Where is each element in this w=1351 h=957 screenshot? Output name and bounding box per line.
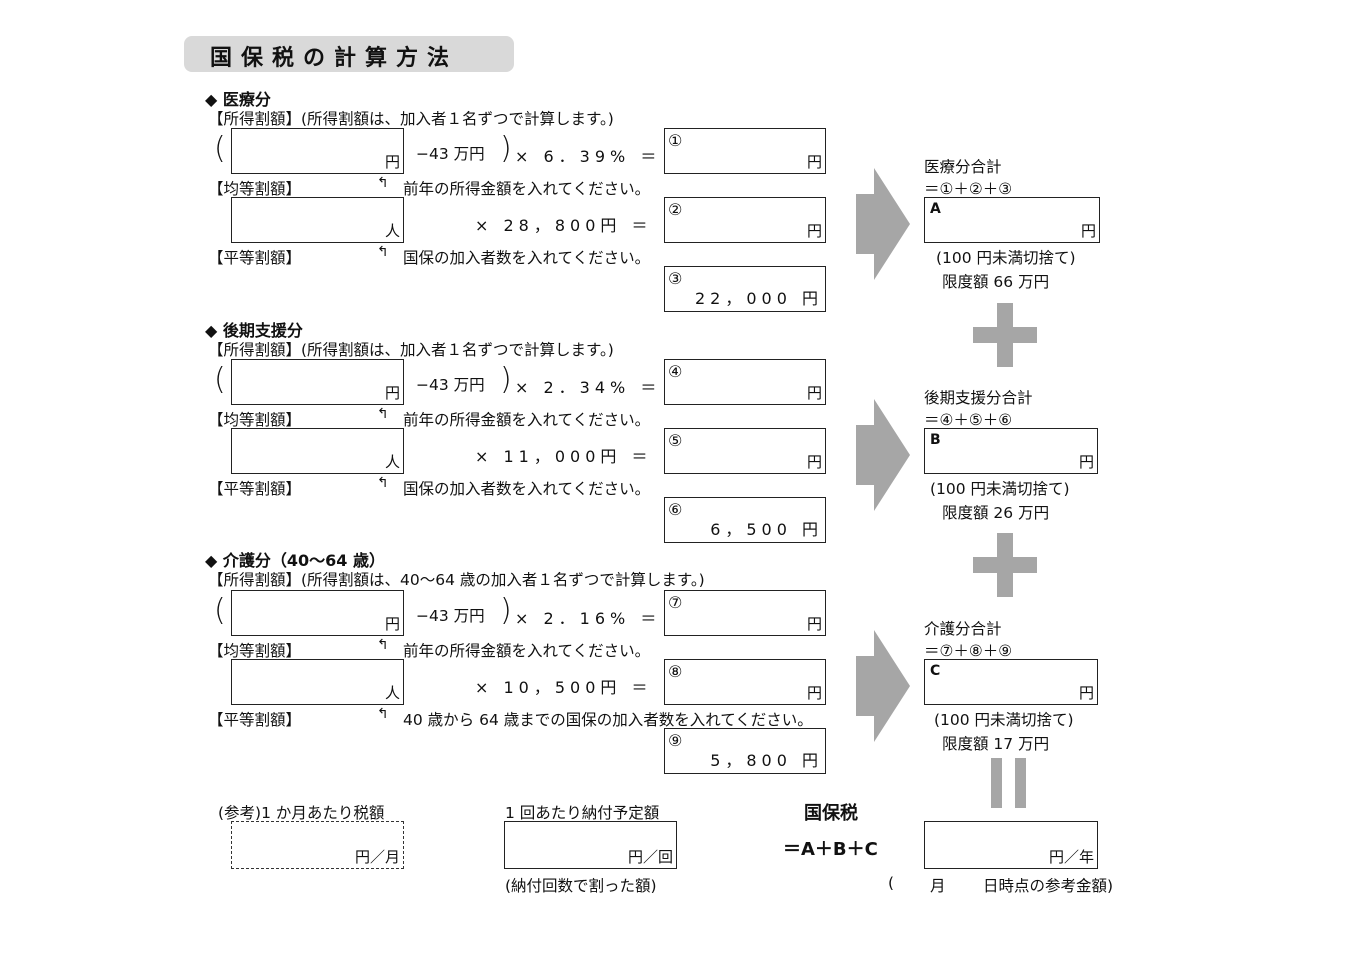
hint-arrow-icon: ↰ (377, 406, 389, 422)
per-capita-label: 【均等割額】 (208, 642, 302, 660)
income-input[interactable]: 円 (231, 128, 404, 174)
hint-arrow-icon: ↰ (377, 175, 389, 191)
rate: × 6．39% ＝ (515, 147, 662, 166)
total-label: 医療分合計 (924, 158, 1002, 176)
title-bar (184, 36, 514, 72)
deduction: −43 万円 (416, 145, 485, 163)
total-label: 介護分合計 (924, 620, 1002, 638)
right-paren: ) (500, 131, 512, 166)
deduction: −43 万円 (416, 607, 485, 625)
rounding-note: (100 円未満切捨て) (934, 711, 1074, 729)
rounding-note: (100 円未満切捨て) (930, 480, 1070, 498)
total-label: 後期支援分合計 (924, 389, 1033, 407)
per-capita-input[interactable]: 人 (231, 428, 404, 474)
right-arrow-icon (856, 168, 910, 280)
installment-box[interactable]: 円／回 (504, 821, 677, 869)
installment-label: 1 回あたり納付予定額 (505, 804, 660, 822)
income-input[interactable]: 円 (231, 359, 404, 405)
installment-note: (納付回数で割った額) (505, 877, 657, 895)
per-capita-rate: × 10，500円 ＝ (475, 678, 653, 697)
flat-label: 【平等割額】 (208, 711, 302, 729)
per-capita-input[interactable]: 人 (231, 659, 404, 705)
monthly-label: (参考)1 か月あたり税額 (218, 804, 385, 822)
income-input[interactable]: 円 (231, 590, 404, 636)
total-formula: ＝④＋⑤＋⑥ (924, 411, 1013, 429)
page-title: 国保税の計算方法 (210, 46, 459, 71)
total-formula: ＝①＋②＋③ (924, 180, 1013, 198)
income-label: 【所得割額】(所得割額は、40〜64 歳の加入者１名ずつで計算します。) (208, 571, 705, 589)
income-hint: 前年の所得金額を入れてください。 (403, 642, 651, 660)
plus-icon (973, 533, 1037, 597)
date-month: 月 (930, 877, 946, 895)
limit-note: 限度額 66 万円 (942, 273, 1050, 291)
right-arrow-icon (856, 630, 910, 742)
annual-tax-box[interactable]: 円／年 (924, 821, 1098, 869)
rate: × 2．16% ＝ (515, 609, 662, 628)
tax-formula: ＝A＋B＋C (783, 839, 878, 860)
flat-label: 【平等割額】 (208, 480, 302, 498)
hint-arrow-icon: ↰ (377, 706, 389, 722)
left-paren: ( (214, 362, 226, 397)
section-heading: ◆ 後期支援分 (205, 321, 303, 340)
per-capita-hint: 40 歳から 64 歳までの国保の加入者数を入れてください。 (403, 711, 813, 729)
per-capita-rate: × 28，800円 ＝ (475, 216, 653, 235)
per-capita-input[interactable]: 人 (231, 197, 404, 243)
per-capita-label: 【均等割額】 (208, 411, 302, 429)
hint-arrow-icon: ↰ (377, 475, 389, 491)
plus-icon (973, 303, 1037, 367)
hint-arrow-icon: ↰ (377, 244, 389, 260)
flat-label: 【平等割額】 (208, 249, 302, 267)
limit-note: 限度額 26 万円 (942, 504, 1050, 522)
section-heading: ◆ 介護分（40〜64 歳） (205, 551, 385, 570)
left-paren: ( (214, 131, 226, 166)
equals-icon (991, 758, 1026, 808)
left-paren: ( (214, 593, 226, 628)
deduction: −43 万円 (416, 376, 485, 394)
per-capita-hint: 国保の加入者数を入れてください。 (403, 480, 651, 498)
income-label: 【所得割額】(所得割額は、加入者１名ずつで計算します。) (208, 110, 614, 128)
section-heading: ◆ 医療分 (205, 90, 271, 109)
income-hint: 前年の所得金額を入れてください。 (403, 180, 651, 198)
total-formula: ＝⑦＋⑧＋⑨ (924, 642, 1013, 660)
right-paren: ) (500, 593, 512, 628)
date-note: 日時点の参考金額) (983, 877, 1114, 895)
per-capita-rate: × 11，000円 ＝ (475, 447, 653, 466)
monthly-tax-box[interactable]: 円／月 (231, 821, 404, 869)
income-hint: 前年の所得金額を入れてください。 (403, 411, 651, 429)
rate: × 2．34% ＝ (515, 378, 662, 397)
tax-label: 国保税 (804, 803, 858, 824)
right-paren: ) (500, 362, 512, 397)
per-capita-hint: 国保の加入者数を入れてください。 (403, 249, 651, 267)
hint-arrow-icon: ↰ (377, 637, 389, 653)
rounding-note: (100 円未満切捨て) (936, 249, 1076, 267)
limit-note: 限度額 17 万円 (942, 735, 1050, 753)
right-arrow-icon (856, 399, 910, 511)
income-label: 【所得割額】(所得割額は、加入者１名ずつで計算します。) (208, 341, 614, 359)
per-capita-label: 【均等割額】 (208, 180, 302, 198)
date-paren: ( (888, 874, 895, 892)
